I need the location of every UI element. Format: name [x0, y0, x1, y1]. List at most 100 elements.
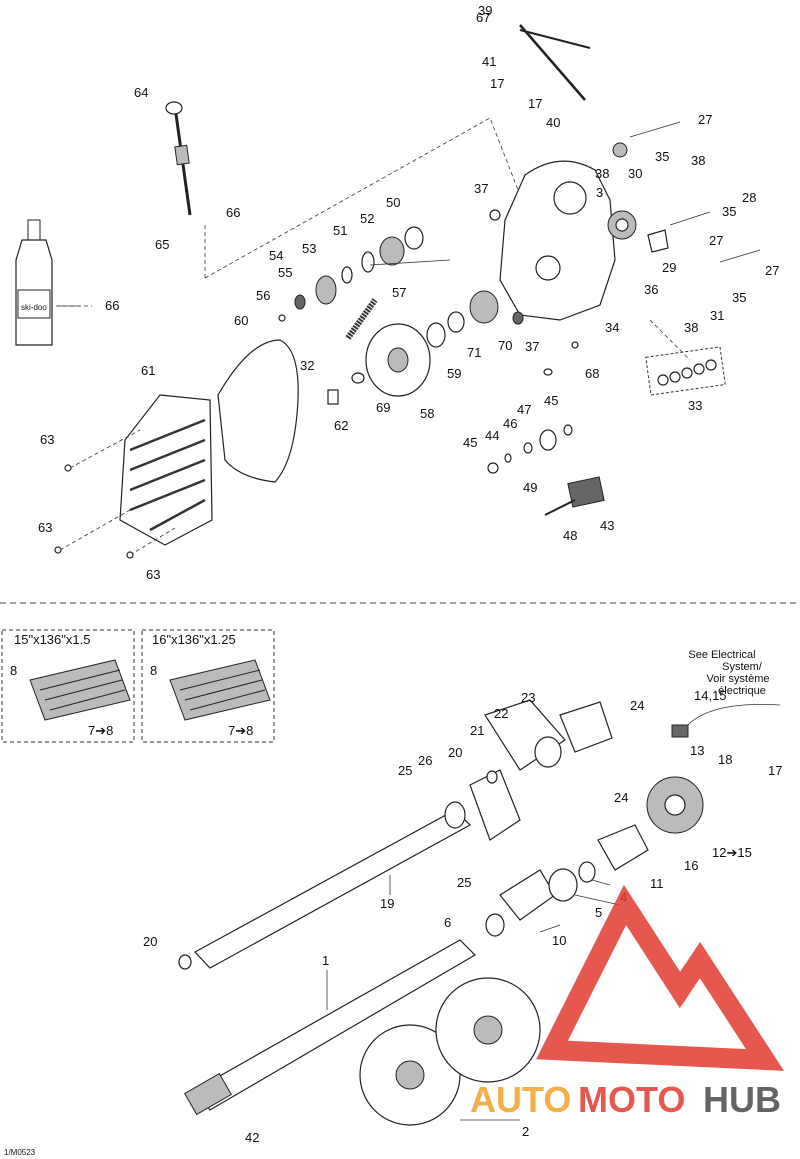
callout-25b: 25: [457, 875, 471, 890]
callout-66a: 66: [226, 205, 240, 220]
callout-45b: 45: [463, 435, 477, 450]
callout-6: 6: [444, 915, 451, 930]
callout-53: 53: [302, 241, 316, 256]
callout-42: 42: [245, 1130, 259, 1145]
callout-63b: 63: [38, 520, 52, 535]
callout-14-15: 14,15: [694, 688, 727, 703]
callout-2: 2: [522, 1124, 529, 1139]
callout-17b: 17: [528, 96, 542, 111]
callout-5: 5: [595, 905, 602, 920]
callout-24a: 24: [630, 698, 644, 713]
callout-57: 57: [392, 285, 406, 300]
callout-70: 70: [498, 338, 512, 353]
callout-66b: 66: [105, 298, 119, 313]
inset-track-16: 16"x136"x1.25: [141, 629, 275, 743]
callout-39: 39: [478, 3, 492, 18]
chaincase-housing: [499, 160, 616, 321]
callout-29: 29: [662, 260, 676, 275]
callout-69: 69: [376, 400, 390, 415]
electrical-note-line1: See Electrical: [688, 649, 755, 661]
callout-17c: 17: [768, 763, 782, 778]
callout-labels: 67 39 41 17 17 40 64 27 35 38 38 30 37 3…: [10, 3, 782, 1145]
callout-47: 47: [517, 402, 531, 417]
callout-11: 11: [650, 876, 664, 891]
callout-50: 50: [386, 195, 400, 210]
callout-8b: 8: [150, 663, 157, 678]
watermark-text-moto: MOTO: [578, 1079, 685, 1120]
callout-35b: 35: [722, 204, 736, 219]
callout-8a: 8: [10, 663, 17, 678]
callout-41: 41: [482, 54, 496, 69]
callout-37b: 37: [525, 339, 539, 354]
callout-59: 59: [447, 366, 461, 381]
callout-19: 19: [380, 896, 394, 911]
callout-7a: 7➔8: [88, 723, 113, 738]
callout-32: 32: [300, 358, 314, 373]
callout-65: 65: [155, 237, 169, 252]
callout-10: 10: [552, 933, 566, 948]
callout-71: 71: [467, 345, 481, 360]
callout-62: 62: [334, 418, 348, 433]
watermark-text-auto: AUTO: [470, 1079, 571, 1120]
callout-28: 28: [742, 190, 756, 205]
bearing-housings: [469, 699, 704, 937]
callout-35a: 35: [655, 149, 669, 164]
callout-51: 51: [333, 223, 347, 238]
gear-stack: [278, 226, 524, 405]
callout-61: 61: [141, 363, 155, 378]
callout-45a: 45: [544, 393, 558, 408]
callout-20a: 20: [448, 745, 462, 760]
callout-68: 68: [585, 366, 599, 381]
electrical-note-line4: électrique: [718, 685, 766, 697]
shim-set: [645, 346, 726, 396]
drive-sprockets: [359, 977, 541, 1126]
callout-63c: 63: [146, 567, 160, 582]
electrical-system-note: See Electrical System/ Voir système élec…: [688, 649, 769, 697]
callout-12-15: 12➔15: [712, 845, 752, 860]
callout-38a: 38: [691, 153, 705, 168]
callout-24b: 24: [614, 790, 628, 805]
callout-23: 23: [521, 690, 535, 705]
dipstick-assembly: [165, 101, 206, 280]
callout-25a: 25: [398, 763, 412, 778]
callout-64: 64: [134, 85, 148, 100]
inset-track-15: 15"x136"x1.5: [1, 629, 135, 743]
leader-lines: [58, 259, 621, 1121]
callout-67: 67: [476, 10, 490, 25]
chaincase-cover: [54, 394, 213, 559]
callout-26: 26: [418, 753, 432, 768]
callout-13: 13: [690, 743, 704, 758]
callout-16: 16: [684, 858, 698, 873]
callout-60: 60: [234, 313, 248, 328]
callout-1: 1: [322, 953, 329, 968]
callout-7b: 7➔8: [228, 723, 253, 738]
callout-38c: 38: [684, 320, 698, 335]
oil-bottle: ski-doo: [15, 219, 53, 346]
callout-37a: 37: [474, 181, 488, 196]
electrical-note-line2: System/: [722, 661, 763, 673]
callout-27a: 27: [698, 112, 712, 127]
callout-36: 36: [644, 282, 658, 297]
callout-17a: 17: [490, 76, 504, 91]
callout-54: 54: [269, 248, 283, 263]
callout-44: 44: [485, 428, 499, 443]
callout-33: 33: [688, 398, 702, 413]
callout-40: 40: [546, 115, 560, 130]
callout-55: 55: [278, 265, 292, 280]
bottle-label: ski-doo: [21, 303, 47, 312]
callout-22: 22: [494, 706, 508, 721]
drive-axle: [183, 939, 476, 1116]
callout-43: 43: [600, 518, 614, 533]
countershaft: [178, 801, 471, 970]
callout-21: 21: [470, 723, 484, 738]
callout-30: 30: [628, 166, 642, 181]
callout-31: 31: [710, 308, 724, 323]
callout-56: 56: [256, 288, 270, 303]
inset-title-16: 16"x136"x1.25: [152, 632, 236, 647]
callout-63a: 63: [40, 432, 54, 447]
diagram-code: 1/M0523: [4, 1148, 36, 1157]
callout-38b: 38: [595, 166, 609, 181]
watermark-text-hub: HUB: [703, 1079, 781, 1120]
callout-20b: 20: [143, 934, 157, 949]
